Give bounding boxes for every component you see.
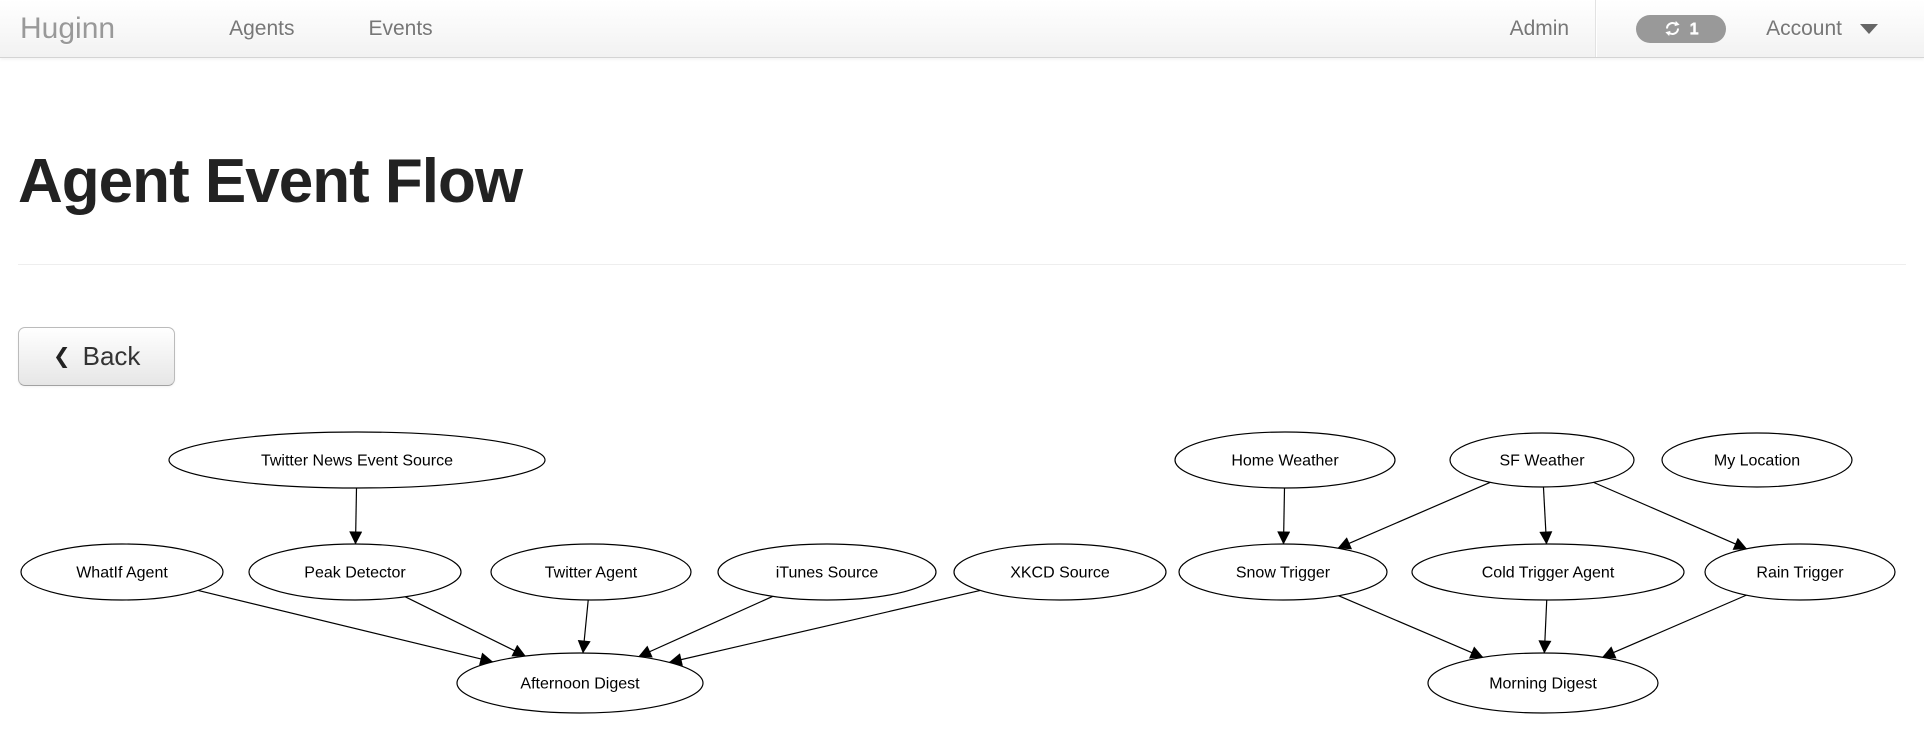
graph-edge-peak-detector-to-afternoon-digest — [404, 596, 526, 657]
graph-node-label: Twitter Agent — [545, 565, 638, 582]
graph-node-label: Morning Digest — [1489, 676, 1597, 693]
secondary-nav: Admin 1 Account — [1484, 0, 1924, 57]
brand-link[interactable]: Huginn — [20, 11, 116, 45]
graph-node-ellipse — [1704, 543, 1896, 601]
caret-down-icon — [1860, 23, 1878, 34]
graph-node-morning-digest: Morning Digest — [1427, 652, 1659, 714]
account-label: Account — [1766, 16, 1842, 40]
graph-node-ellipse — [456, 652, 704, 714]
navbar-divider — [1595, 0, 1597, 57]
nav-item-agents[interactable]: Agents — [229, 16, 295, 40]
back-button-label: Back — [82, 341, 141, 372]
graph-node-ellipse — [168, 431, 546, 489]
graph-node-label: Home Weather — [1231, 453, 1339, 470]
graph-node-peak-detector: Peak Detector — [248, 543, 462, 601]
event-count-badge: 1 — [1636, 14, 1727, 43]
graph-node-twitter-news-event-source: Twitter News Event Source — [168, 431, 546, 489]
nav-item-admin[interactable]: Admin — [1509, 16, 1570, 40]
graph-node-ellipse — [20, 543, 224, 601]
graph-node-label: Snow Trigger — [1236, 565, 1331, 582]
graph-node-ellipse — [1427, 652, 1659, 714]
graph-node-afternoon-digest: Afternoon Digest — [456, 652, 704, 714]
graph-node-whatif-agent: WhatIf Agent — [20, 543, 224, 601]
graph-node-ellipse — [1174, 431, 1396, 489]
graph-node-ellipse — [1411, 543, 1685, 601]
graph-node-label: SF Weather — [1499, 453, 1585, 470]
graph-node-label: Twitter News Event Source — [261, 453, 453, 470]
graph-node-label: Afternoon Digest — [520, 676, 640, 693]
graph-node-label: iTunes Source — [776, 565, 879, 582]
graph-node-snow-trigger: Snow Trigger — [1178, 543, 1388, 601]
graph-node-label: Cold Trigger Agent — [1482, 565, 1615, 582]
graph-edge-twitter-news-event-source-to-peak-detector — [349, 487, 363, 545]
graph-node-sf-weather: SF Weather — [1449, 432, 1635, 488]
graph-edge-snow-trigger-to-morning-digest — [1338, 595, 1484, 659]
toolbar: ❮ Back — [18, 327, 1906, 387]
graph-node-ellipse — [248, 543, 462, 601]
graph-node-label: Rain Trigger — [1756, 565, 1844, 582]
graph-node-home-weather: Home Weather — [1174, 431, 1396, 489]
graph-edge-twitter-agent-to-afternoon-digest — [577, 599, 591, 654]
graph-node-ellipse — [1661, 432, 1853, 488]
event-count-link[interactable]: 1 — [1596, 0, 1766, 57]
page-title: Agent Event Flow — [18, 147, 523, 216]
graph-node-ellipse — [1449, 432, 1635, 488]
graph-node-ellipse — [1178, 543, 1388, 601]
primary-nav: Agents Events — [205, 0, 483, 57]
chevron-left-icon: ❮ — [53, 345, 71, 369]
nav-item-account[interactable]: Account — [1766, 0, 1878, 57]
graph-node-twitter-agent: Twitter Agent — [490, 543, 692, 601]
page-container: Agent Event Flow ❮ Back — [0, 147, 1924, 387]
graph-node-label: Peak Detector — [304, 565, 406, 582]
graph-edge-xkcd-source-to-afternoon-digest — [668, 589, 981, 666]
refresh-icon — [1665, 21, 1680, 36]
title-divider — [18, 264, 1906, 266]
graph-edge-sf-weather-to-rain-trigger — [1593, 481, 1748, 550]
graph-edge-sf-weather-to-snow-trigger — [1337, 481, 1491, 550]
graph-edge-whatif-agent-to-afternoon-digest — [197, 589, 494, 666]
graph-edge-sf-weather-to-cold-trigger-agent — [1539, 486, 1553, 545]
nav-item-events[interactable]: Events — [368, 16, 433, 40]
graph-edge-rain-trigger-to-morning-digest — [1601, 594, 1747, 659]
graph-node-my-location: My Location — [1661, 432, 1853, 488]
graph-edge-cold-trigger-agent-to-morning-digest — [1538, 599, 1552, 654]
navbar: Huginn Agents Events Admin 1 Account — [0, 0, 1924, 58]
graph-node-cold-trigger-agent: Cold Trigger Agent — [1411, 543, 1685, 601]
graph-edges — [197, 481, 1748, 666]
graph-node-xkcd-source: XKCD Source — [953, 543, 1167, 601]
graph-node-label: WhatIf Agent — [76, 565, 168, 582]
graph-node-label: XKCD Source — [1010, 565, 1110, 582]
graph-node-ellipse — [953, 543, 1167, 601]
graph-node-label: My Location — [1714, 453, 1800, 470]
graph-node-itunes-source: iTunes Source — [717, 543, 937, 601]
graph-node-ellipse — [490, 543, 692, 601]
graph-node-ellipse — [717, 543, 937, 601]
back-button[interactable]: ❮ Back — [18, 327, 176, 387]
graph-edge-home-weather-to-snow-trigger — [1277, 487, 1291, 545]
graph-node-rain-trigger: Rain Trigger — [1704, 543, 1896, 601]
graph-edge-itunes-source-to-afternoon-digest — [638, 595, 774, 658]
event-count: 1 — [1689, 18, 1699, 38]
